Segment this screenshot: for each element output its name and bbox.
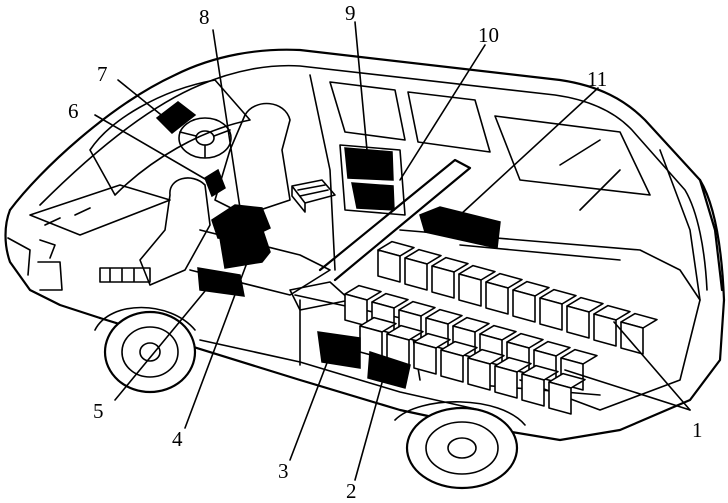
battery-module [566,305,590,339]
rear-pillar [659,149,701,301]
battery-module [494,365,518,399]
battery-module [458,273,482,307]
callout-9: 9 [345,1,356,25]
battery-module [467,357,491,391]
component-9a [344,147,394,181]
component-6 [204,168,226,198]
front-wheel [94,306,197,394]
battery-pack [344,240,658,415]
component-9b [351,182,395,211]
battery-module [548,381,572,415]
window-glare [559,139,621,211]
component-2 [367,350,411,389]
components [155,101,501,389]
front-wheel-arch [94,306,196,331]
component-11 [419,206,501,249]
door-pillar [309,74,336,271]
battery-module [431,265,455,299]
lower-body-line [98,298,726,442]
battery-module [413,341,437,375]
callout-8: 8 [199,5,210,29]
windshield [89,79,251,196]
callout-6: 6 [68,99,79,123]
battery-module [485,281,509,315]
callout-2: 2 [346,479,357,503]
callout-3: 3 [278,459,289,483]
component-5 [197,267,245,297]
battery-module [404,257,428,291]
front-bumper [7,237,63,291]
callout-5: 5 [93,399,104,423]
battery-module [620,321,644,355]
battery-module [539,297,563,331]
rear-wheel-arch [394,401,526,426]
component-4 [219,227,271,269]
battery-module [521,373,545,407]
dash-vents [39,207,91,259]
vehicle-body [4,48,726,442]
component-3 [317,331,361,369]
callout-10: 10 [478,23,499,47]
leader-lines [94,21,691,481]
passenger-seat [139,177,211,286]
rear-wheel [394,401,526,490]
dashboard [29,184,171,236]
battery-module [440,349,464,383]
battery-module [344,293,368,327]
side-window-1 [329,81,406,141]
sill-line [199,339,481,411]
callout-1: 1 [692,418,703,442]
callout-7: 7 [97,62,108,86]
battery-module [512,289,536,323]
rear-bench [339,144,406,216]
front-end [4,208,102,320]
rear-end [698,178,724,292]
cargo-floor [399,229,701,411]
callout-4: 4 [172,427,183,451]
battery-module [377,249,401,283]
callout-11: 11 [587,67,607,91]
seat-rails [99,267,151,283]
steering-wheel [178,117,232,159]
callout-labels: 1 2 3 4 5 6 7 8 9 10 11 [68,1,703,503]
center-console-box [291,179,336,213]
battery-module [593,313,617,347]
roof-outline [8,48,726,302]
component-7 [155,101,197,134]
side-window-3 [494,115,651,196]
